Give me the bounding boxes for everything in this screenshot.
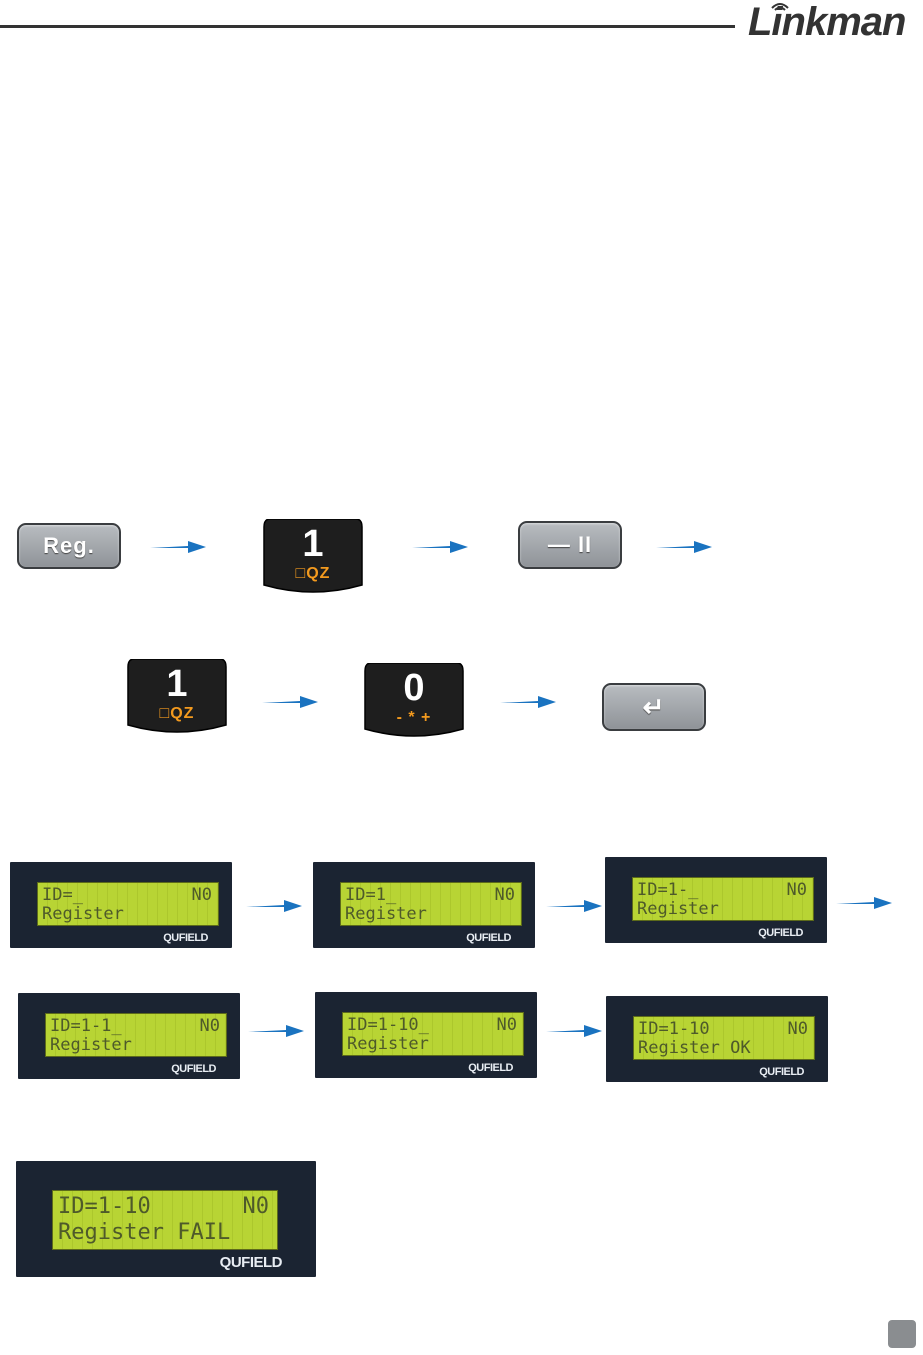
lcd-line-2: Register [637,899,719,919]
reg-key-label: Reg. [43,533,95,558]
key-1[interactable]: 1 □QZ [262,519,364,595]
lcd-line-1-right: N0 [242,1194,270,1219]
wifi-icon [771,3,789,11]
lcd-line-1: ID=1-_ [637,880,699,900]
arrow-right-icon [500,696,556,708]
linkman-logo: Linkman [748,0,913,45]
logo-text: Linkman [748,0,906,44]
lcd-line-2: Register [347,1034,429,1054]
lcd-display-4: ID=1-1_ N0 Register QUFIELD [18,993,240,1079]
key-1-number: 1 [166,663,188,705]
dash-key[interactable]: — II [518,521,622,569]
lcd-brand: QUFIELD [758,927,803,939]
arrow-right-icon [412,541,468,553]
lcd-display-6: ID=1-10 N0 Register OK QUFIELD [606,996,828,1082]
enter-key[interactable]: ↵ [602,683,706,731]
key-0-symbols: - * + [396,709,432,726]
page-marker [888,1320,916,1348]
lcd-line-1-right: N0 [199,1016,220,1036]
key-0[interactable]: 0 - * + [363,663,465,739]
dash-key-label: — II [547,532,593,557]
lcd-brand: QUFIELD [171,1063,216,1075]
lcd-line-1: ID=1-10 [638,1019,710,1039]
lcd-line-1: ID=1-1_ [50,1016,122,1036]
key-0-number: 0 [403,667,425,709]
lcd-display-1: ID=_ N0 Register QUFIELD [10,862,232,948]
lcd-brand: QUFIELD [759,1066,804,1078]
lcd-line-1-right: N0 [191,885,212,905]
lcd-brand: QUFIELD [468,1062,513,1074]
lcd-line-1: ID=1-10 [58,1194,151,1219]
reg-key[interactable]: Reg. [17,523,121,569]
arrow-right-icon [246,900,302,912]
arrow-right-icon [546,1025,602,1037]
arrow-right-icon [546,900,602,912]
arrow-right-icon [836,897,892,909]
lcd-line-2: Register OK [638,1038,751,1058]
lcd-display-2: ID=1_ N0 Register QUFIELD [313,862,535,948]
lcd-line-2: Register [50,1035,132,1055]
lcd-line-1: ID=_ [42,885,83,905]
key-1-number: 1 [302,523,324,565]
arrow-right-icon [656,541,712,553]
enter-icon: ↵ [642,691,666,722]
lcd-line-1-right: N0 [787,1019,808,1039]
header-rule [0,25,735,28]
arrow-right-icon [248,1025,304,1037]
lcd-line-2: Register FAIL [58,1220,231,1245]
arrow-right-icon [150,541,206,553]
key-1-letters: □QZ [159,705,195,722]
lcd-line-1-right: N0 [786,880,807,900]
lcd-display-fail: ID=1-10 N0 Register FAIL QUFIELD [16,1161,316,1277]
lcd-brand: QUFIELD [466,932,511,944]
lcd-brand: QUFIELD [219,1254,283,1271]
key-1[interactable]: 1 □QZ [126,659,228,735]
lcd-line-1-right: N0 [496,1015,517,1035]
lcd-brand: QUFIELD [163,932,208,944]
lcd-line-1-right: N0 [494,885,515,905]
key-1-letters: □QZ [295,565,331,582]
lcd-line-1: ID=1-10_ [347,1015,429,1035]
lcd-line-2: Register [345,904,427,924]
lcd-display-3: ID=1-_ N0 Register QUFIELD [605,857,827,943]
arrow-right-icon [262,696,318,708]
lcd-line-1: ID=1_ [345,885,397,905]
lcd-display-5: ID=1-10_ N0 Register QUFIELD [315,992,537,1078]
lcd-line-2: Register [42,904,124,924]
